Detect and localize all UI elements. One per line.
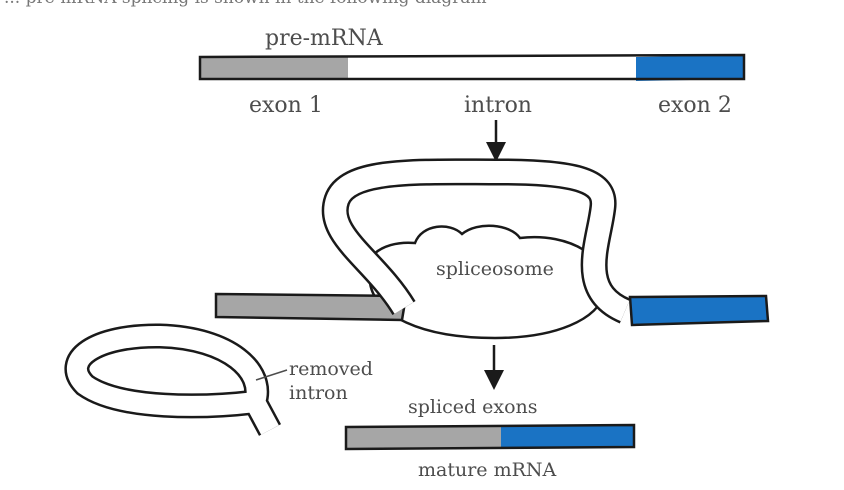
down-arrow-2 bbox=[484, 345, 504, 390]
mature-exon-2 bbox=[501, 425, 634, 449]
down-arrow-1 bbox=[486, 120, 506, 162]
pre-mrna-label: pre-mRNA bbox=[265, 26, 384, 51]
exon-2-segment bbox=[636, 55, 744, 81]
removed-intron-pointer bbox=[255, 369, 288, 381]
mature-mrna-label: mature mRNA bbox=[418, 459, 557, 481]
spliceosome-complex bbox=[214, 158, 770, 340]
removed-intron-label-line1: removed bbox=[289, 358, 373, 380]
intron-loop-fill bbox=[324, 160, 630, 322]
removed-intron-label-line2: intron bbox=[289, 382, 348, 404]
exon-1-label: exon 1 bbox=[249, 93, 323, 118]
cropped-caption-text: ... pre-mRNA splicing is shown in the fo… bbox=[4, 0, 487, 8]
intron-label: intron bbox=[464, 93, 532, 118]
mature-mrna-strand bbox=[344, 423, 636, 451]
pre-mrna-strand bbox=[198, 53, 746, 81]
exon-1-segment bbox=[200, 57, 348, 79]
spliced-exons-label: spliced exons bbox=[408, 396, 538, 418]
removed-intron-lariat bbox=[64, 323, 288, 436]
spliceosome-body bbox=[365, 224, 607, 340]
pre-mrna-outline bbox=[198, 53, 746, 81]
mature-exon-1 bbox=[346, 427, 501, 449]
intron-segment bbox=[348, 57, 636, 81]
spliceosome-label: spliceosome bbox=[436, 258, 554, 280]
right-exon-strand bbox=[628, 294, 770, 327]
exon-2-label: exon 2 bbox=[658, 93, 732, 118]
mature-mrna-outline bbox=[344, 423, 636, 451]
left-exon-strand bbox=[214, 292, 408, 322]
